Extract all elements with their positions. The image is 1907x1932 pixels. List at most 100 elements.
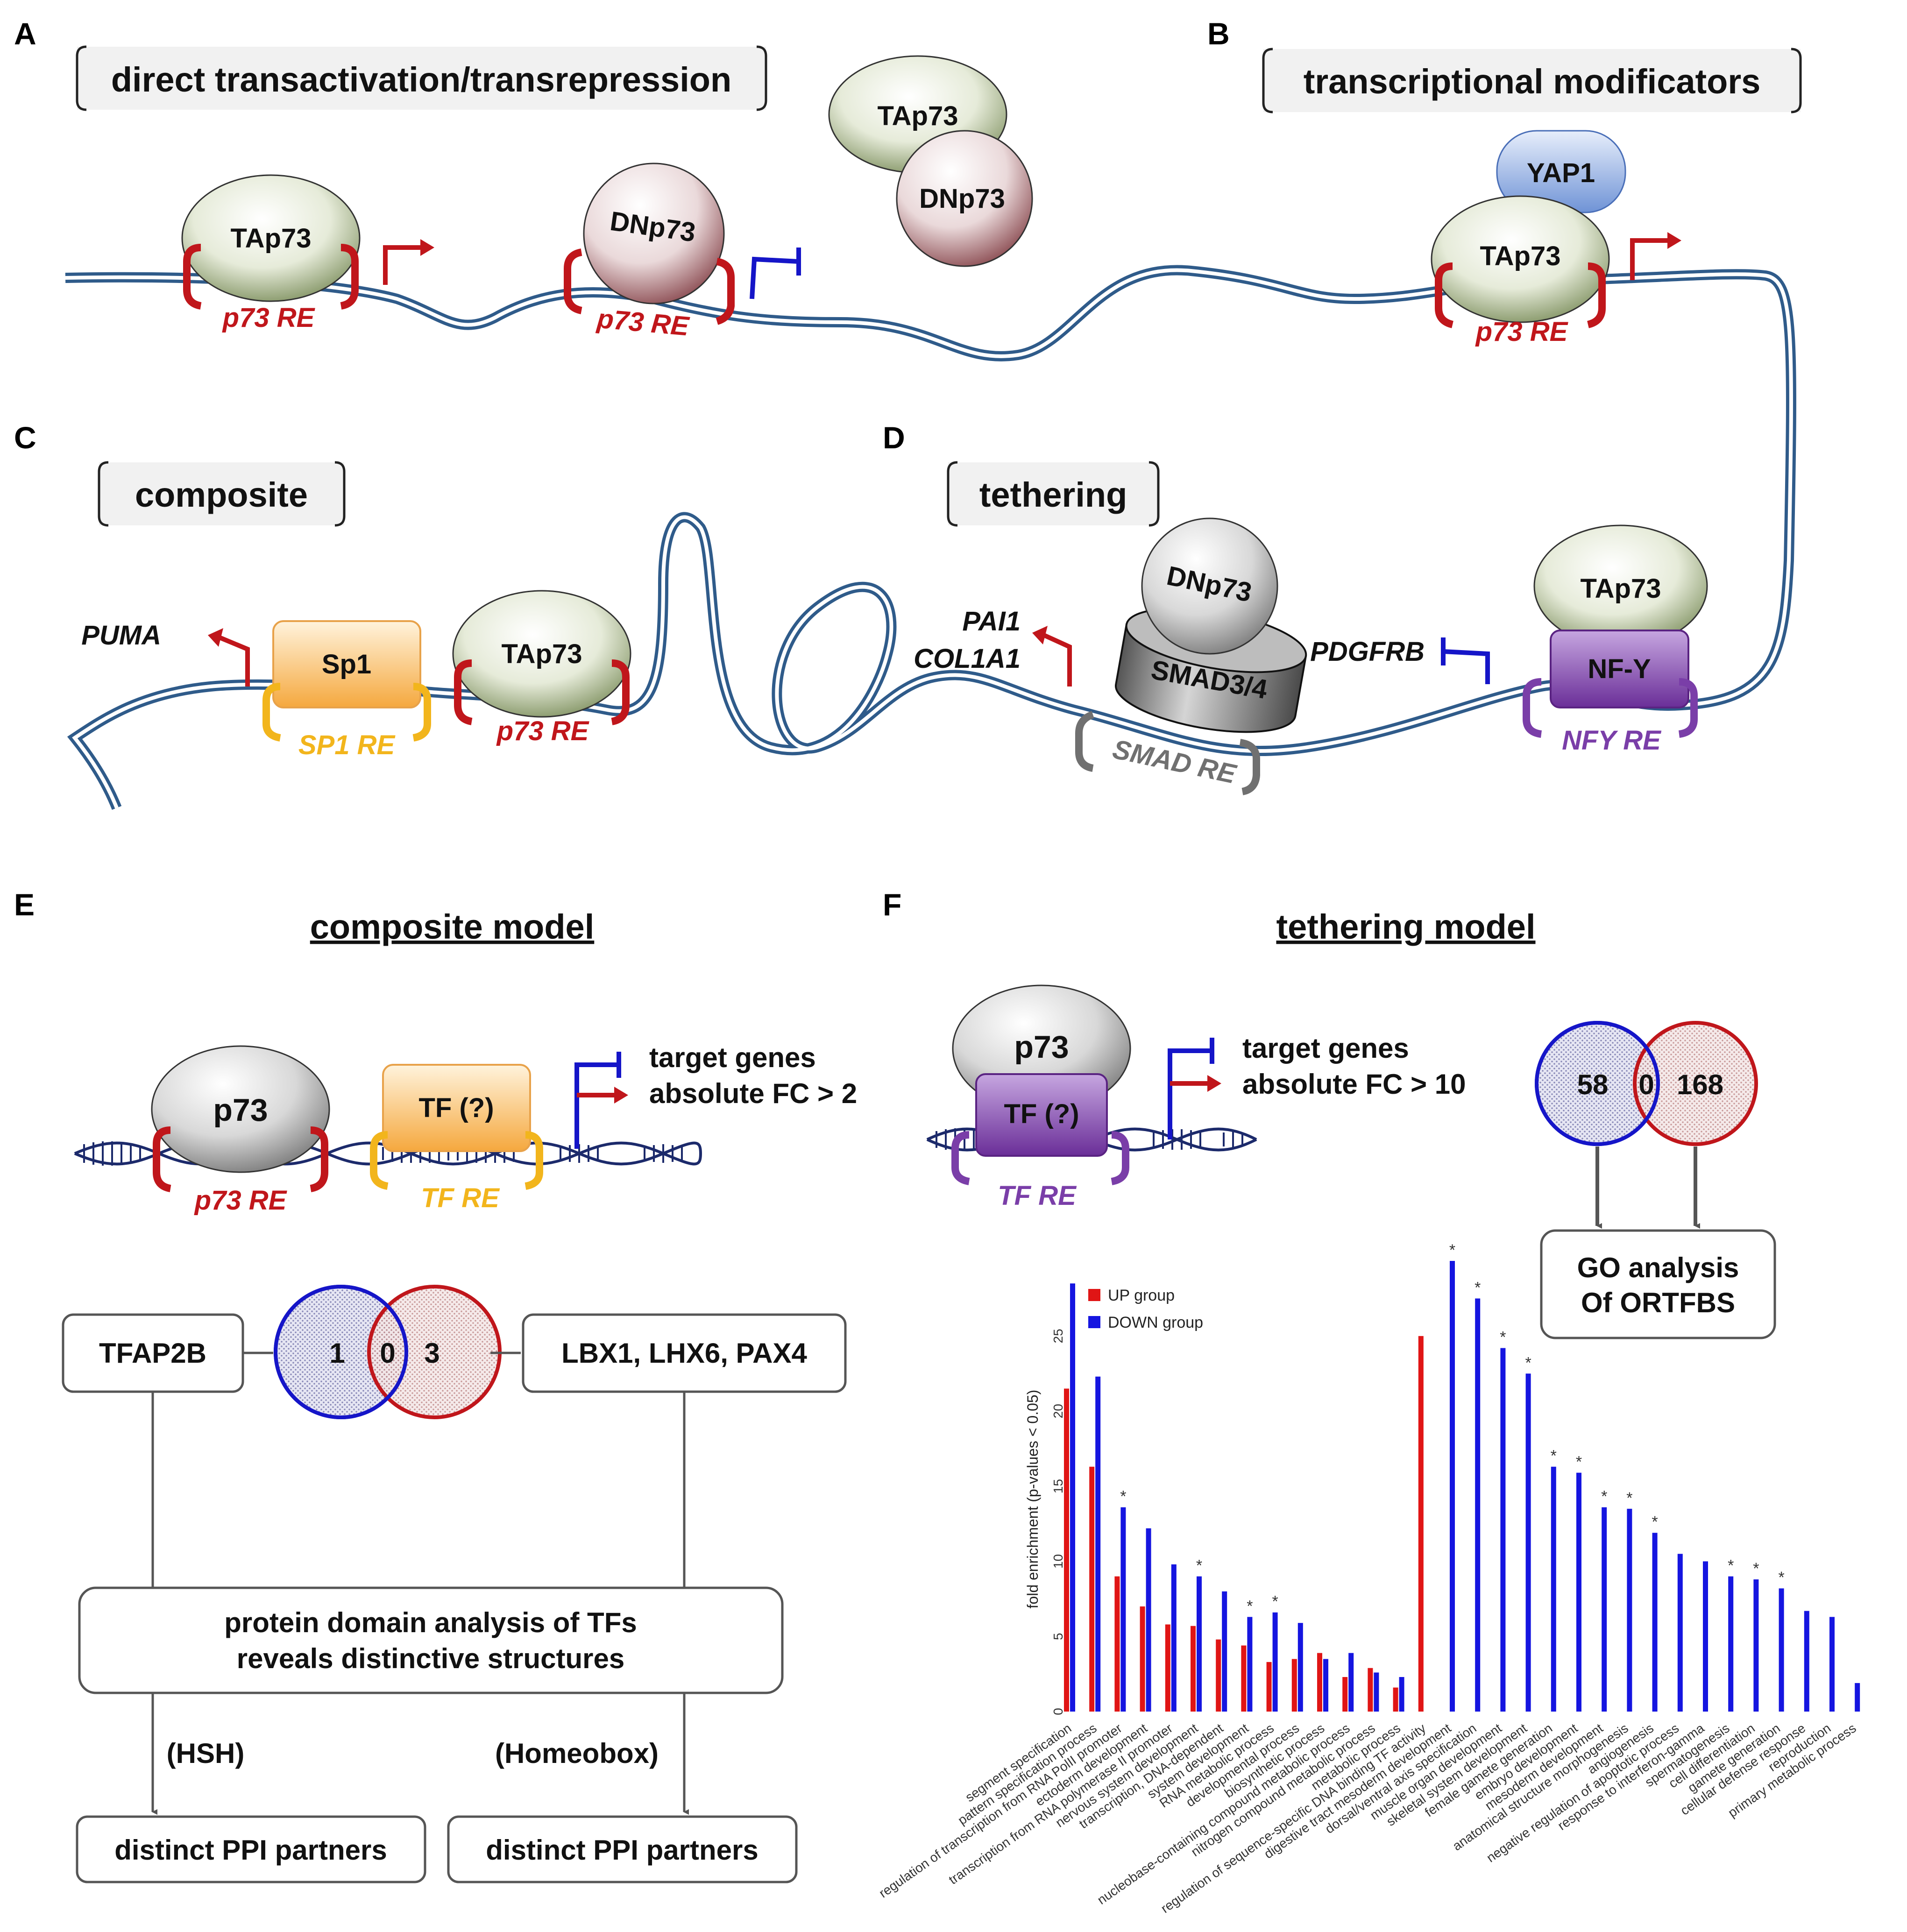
tap73-label: TAp73 xyxy=(231,223,312,254)
bar-down xyxy=(1374,1672,1379,1712)
dnp73-label: DNp73 xyxy=(919,184,1005,214)
gene-puma: PUMA xyxy=(81,620,161,651)
bar-down xyxy=(1779,1588,1784,1712)
bar-down xyxy=(1297,1623,1303,1712)
sp1-re-label: SP1 RE xyxy=(298,730,396,760)
significance-star: * xyxy=(1525,1354,1531,1372)
significance-star: * xyxy=(1551,1447,1557,1465)
bar-down xyxy=(1652,1533,1658,1712)
bar-up xyxy=(1418,1336,1424,1712)
tethering-venn: 58 0 168 GO analysis Of ORTFBS xyxy=(1535,1021,1776,1339)
significance-star: * xyxy=(1247,1597,1253,1615)
tethering-model-title: tethering model xyxy=(1276,907,1535,946)
homeobox-label: (Homeobox) xyxy=(495,1738,659,1769)
panel-a-title: direct transactivation/transrepression xyxy=(76,45,767,111)
tethering-target-line2: absolute FC > 10 xyxy=(1242,1069,1466,1100)
bar-down xyxy=(1095,1376,1101,1712)
p73-label: p73 xyxy=(1014,1029,1069,1065)
bar-down xyxy=(1120,1507,1126,1712)
significance-star: * xyxy=(1576,1453,1582,1471)
tf-label: TF (?) xyxy=(418,1093,494,1123)
bar-down xyxy=(1728,1576,1734,1712)
bar-down xyxy=(1703,1561,1708,1712)
legend-up-label: UP group xyxy=(1108,1287,1175,1304)
significance-star: * xyxy=(1120,1488,1126,1506)
venn-mid-count: 0 xyxy=(380,1338,395,1369)
bar-down xyxy=(1677,1554,1683,1712)
bar-down xyxy=(1450,1261,1455,1712)
ppi-right-text: distinct PPI partners xyxy=(486,1834,758,1866)
bar-down xyxy=(1602,1507,1607,1712)
bar-down xyxy=(1222,1591,1227,1712)
nfy-tap73-complex: PDGFRB TAp73 NF-Y NFY RE xyxy=(1310,524,1708,756)
bar-up xyxy=(1291,1659,1297,1712)
bar-down xyxy=(1475,1298,1481,1712)
significance-star: * xyxy=(1449,1241,1455,1259)
venn-right-count: 3 xyxy=(424,1338,440,1369)
panel-b-title-text: transcriptional modificators xyxy=(1304,62,1761,101)
bar-up xyxy=(1241,1645,1247,1712)
bar-down xyxy=(1399,1677,1404,1712)
gene-pai1: PAI1 xyxy=(962,606,1021,637)
bar-down xyxy=(1855,1683,1860,1712)
tf-re-label: TF RE xyxy=(998,1181,1077,1211)
bar-down xyxy=(1197,1576,1202,1712)
sp1-label: Sp1 xyxy=(322,649,371,679)
dnp73-repressor: DNp73 p73 RE xyxy=(564,163,801,342)
bar-down xyxy=(1551,1466,1556,1712)
tethering-target-line1: target genes xyxy=(1242,1033,1409,1064)
gene-col1a1: COL1A1 xyxy=(914,644,1021,674)
significance-star: * xyxy=(1753,1560,1759,1578)
bar-up xyxy=(1064,1388,1069,1712)
venn-mid-count: 0 xyxy=(1638,1069,1654,1100)
p73-re-label: p73 RE xyxy=(1475,317,1569,347)
venn-left-count: 1 xyxy=(329,1338,345,1369)
tethering-p73-tf: p73 TF (?) TF RE target genes absolute F… xyxy=(951,984,1466,1211)
bar-down xyxy=(1829,1617,1835,1712)
tap73-label: TAp73 xyxy=(502,639,582,669)
bar-down xyxy=(1272,1612,1278,1712)
chart-y-axis-label: fold enrichment (p-values < 0.05) xyxy=(1024,1390,1041,1609)
significance-star: * xyxy=(1475,1279,1481,1296)
p73-re-label: p73 RE xyxy=(194,1185,288,1216)
sp1-complex: PUMA Sp1 SP1 RE TAp73 p73 RE xyxy=(81,590,631,760)
composite-target-line1: target genes xyxy=(649,1042,816,1073)
tf-label: TF (?) xyxy=(1004,1099,1079,1129)
bar-up xyxy=(1393,1687,1398,1712)
significance-star: * xyxy=(1652,1513,1658,1531)
y-tick-label: 0 xyxy=(1051,1708,1065,1715)
tap73-label: TAp73 xyxy=(878,101,958,131)
y-tick-label: 5 xyxy=(1051,1633,1065,1640)
chart-legend: UP group DOWN group xyxy=(1088,1287,1203,1331)
bar-up xyxy=(1317,1653,1322,1712)
go-analysis-line2: Of ORTFBS xyxy=(1581,1287,1735,1318)
panel-label-c: C xyxy=(14,420,36,455)
bar-up xyxy=(1140,1606,1145,1712)
panel-label-b: B xyxy=(1207,16,1230,51)
bar-down xyxy=(1171,1564,1177,1712)
tfap2b-text: TFAP2B xyxy=(99,1338,206,1369)
bar-down xyxy=(1348,1653,1354,1712)
yap1-label: YAP1 xyxy=(1527,158,1595,188)
panel-d-title-text: tethering xyxy=(979,475,1127,514)
bar-down xyxy=(1146,1528,1151,1712)
panel-c-title-text: composite xyxy=(135,475,308,514)
yap1-tap73-complex: YAP1 TAp73 p73 RE xyxy=(1431,130,1681,347)
tap73-dnp73-complex: TAp73 DNp73 xyxy=(828,55,1033,267)
ppi-right-box xyxy=(447,1815,798,1883)
bar-up xyxy=(1114,1576,1120,1712)
activation-arrow-icon xyxy=(614,1087,628,1104)
panel-a-title-text: direct transactivation/transrepression xyxy=(111,60,731,99)
tap73-label: TAp73 xyxy=(1480,241,1561,271)
go-analysis-line1: GO analysis xyxy=(1577,1252,1739,1283)
bar-down xyxy=(1753,1579,1759,1712)
bar-up xyxy=(1089,1466,1095,1712)
composite-model-title: composite model xyxy=(310,907,595,946)
domain-analysis-line2: reveals distinctive structures xyxy=(237,1643,624,1674)
ppi-left-box xyxy=(76,1815,426,1883)
bar-down xyxy=(1627,1508,1632,1712)
significance-star: * xyxy=(1601,1488,1607,1506)
chart-bars: **************** xyxy=(1064,1241,1860,1712)
